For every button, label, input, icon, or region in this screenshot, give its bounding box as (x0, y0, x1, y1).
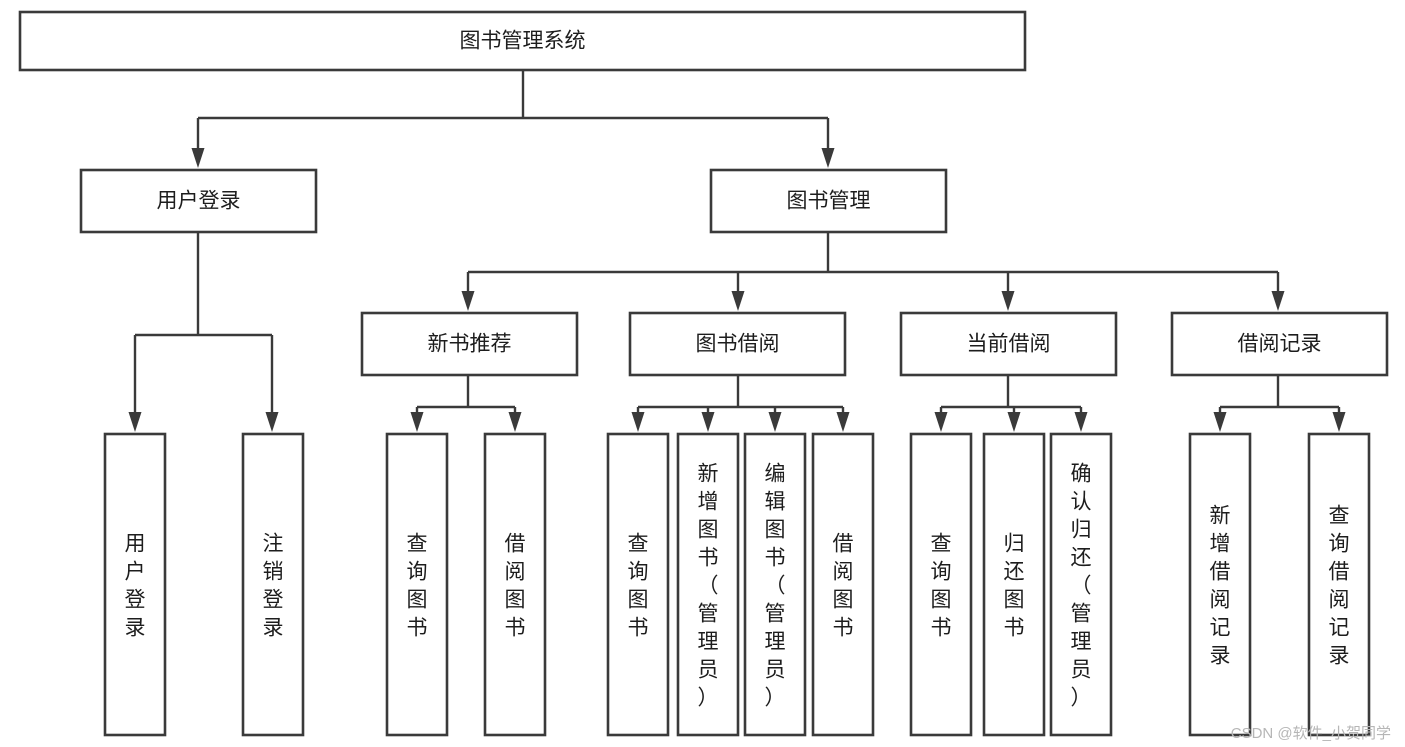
node-leaf-leaf-add-borrow-record[interactable]: 新增借阅记录 (1188, 432, 1252, 737)
arrow-head-current-to-leaf1 (934, 412, 948, 432)
node-level1-box-book-manage[interactable] (709, 168, 948, 234)
arrow-head-borrow-to-leaf4 (836, 412, 850, 432)
node-leaf-leaf-query-borrow-record[interactable]: 查询借阅记录 (1307, 432, 1371, 737)
node-leaf-label-leaf-user-login: 用户登录 (125, 533, 146, 640)
watermark: CSDN @软件_小贺同学 (1230, 725, 1391, 742)
arrow-head-rec-to-leaf2 (508, 412, 522, 432)
node-leaf-label-leaf-add-borrow-record: 新增借阅记录 (1210, 505, 1231, 668)
node-level1-label-book-manage: 图书管理 (787, 190, 871, 213)
node-leaf-label-leaf-query-book-rec: 查询图书 (407, 533, 428, 640)
arrow-head-current-to-leaf2 (1007, 412, 1021, 432)
node-root-root[interactable]: 图书管理系统 (18, 10, 1027, 72)
arrow-head-book-manage-to-record (1271, 291, 1285, 311)
node-leaf-label-leaf-confirm-return-admin: 确认归还（管理员） (1071, 463, 1092, 710)
node-leaf-label-leaf-query-borrow-record: 查询借阅记录 (1329, 505, 1350, 668)
arrow-head-book-manage-to-rec (461, 291, 475, 311)
node-level2-label-borrow-record: 借阅记录 (1238, 333, 1322, 356)
node-level1-book-manage[interactable]: 图书管理 (709, 168, 948, 234)
node-leaf-label-leaf-edit-book-admin: 编辑图书（管理员） (765, 463, 786, 710)
node-level1-box-user-login[interactable] (79, 168, 318, 234)
node-level2-current-borrow[interactable]: 当前借阅 (899, 311, 1118, 377)
arrow-head-book-manage-to-borrow (731, 291, 745, 311)
nodes-layer: 图书管理系统用户登录图书管理新书推荐图书借阅当前借阅借阅记录用户登录注销登录查询… (18, 10, 1389, 737)
node-leaf-label-leaf-borrow-book-rec: 借阅图书 (505, 533, 526, 640)
arrow-head-root-to-user-login (191, 148, 205, 168)
node-root-label-root: 图书管理系统 (460, 30, 586, 53)
node-leaf-box-leaf-add-book-admin[interactable] (676, 432, 740, 737)
node-leaf-leaf-edit-book-admin[interactable]: 编辑图书（管理员） (743, 432, 807, 737)
node-leaf-box-leaf-query-book-cur[interactable] (909, 432, 973, 737)
node-leaf-leaf-query-book-cur[interactable]: 查询图书 (909, 432, 973, 737)
node-leaf-box-leaf-logout[interactable] (241, 432, 305, 737)
node-leaf-leaf-return-book[interactable]: 归还图书 (982, 432, 1046, 737)
node-leaf-leaf-borrow-book-rec[interactable]: 借阅图书 (483, 432, 547, 737)
node-leaf-label-leaf-add-book-admin: 新增图书（管理员） (698, 463, 719, 710)
node-leaf-leaf-add-book-admin[interactable]: 新增图书（管理员） (676, 432, 740, 737)
node-leaf-label-leaf-logout: 注销登录 (263, 533, 284, 640)
node-level2-box-borrow-record[interactable] (1170, 311, 1389, 377)
arrow-head-borrow-to-leaf2 (701, 412, 715, 432)
node-level1-user-login[interactable]: 用户登录 (79, 168, 318, 234)
node-level2-label-current-borrow: 当前借阅 (967, 333, 1051, 356)
node-level2-box-book-borrow[interactable] (628, 311, 847, 377)
connectors-layer (128, 70, 1346, 432)
node-leaf-leaf-query-book-rec[interactable]: 查询图书 (385, 432, 449, 737)
node-leaf-box-leaf-add-borrow-record[interactable] (1188, 432, 1252, 737)
node-leaf-box-leaf-return-book[interactable] (982, 432, 1046, 737)
node-leaf-box-leaf-confirm-return-admin[interactable] (1049, 432, 1113, 737)
arrow-head-book-manage-to-current (1001, 291, 1015, 311)
node-level2-book-borrow[interactable]: 图书借阅 (628, 311, 847, 377)
node-level2-label-book-borrow: 图书借阅 (696, 333, 780, 356)
node-leaf-box-leaf-query-book-rec[interactable] (385, 432, 449, 737)
node-leaf-box-leaf-query-book-borrow[interactable] (606, 432, 670, 737)
node-leaf-box-leaf-query-borrow-record[interactable] (1307, 432, 1371, 737)
arrow-head-user-login-to-leaf2 (265, 412, 279, 432)
arrow-head-user-login-to-leaf1 (128, 412, 142, 432)
node-leaf-box-leaf-borrow-book[interactable] (811, 432, 875, 737)
node-leaf-label-leaf-query-book-cur: 查询图书 (931, 533, 952, 640)
arrow-head-current-to-leaf3 (1074, 412, 1088, 432)
node-level1-label-user-login: 用户登录 (157, 190, 241, 213)
node-leaf-leaf-user-login[interactable]: 用户登录 (103, 432, 167, 737)
node-leaf-box-leaf-user-login[interactable] (103, 432, 167, 737)
node-leaf-label-leaf-return-book: 归还图书 (1004, 533, 1025, 640)
node-level2-box-new-book-recommend[interactable] (360, 311, 579, 377)
arrow-head-record-to-leaf1 (1213, 412, 1227, 432)
node-level2-borrow-record[interactable]: 借阅记录 (1170, 311, 1389, 377)
arrow-head-borrow-to-leaf1 (631, 412, 645, 432)
node-level2-label-new-book-recommend: 新书推荐 (428, 333, 512, 356)
node-level2-new-book-recommend[interactable]: 新书推荐 (360, 311, 579, 377)
node-leaf-label-leaf-query-book-borrow: 查询图书 (628, 533, 649, 640)
node-root-box-root[interactable] (18, 10, 1027, 72)
arrow-head-root-to-book-manage (821, 148, 835, 168)
node-leaf-label-leaf-borrow-book: 借阅图书 (833, 533, 854, 640)
node-leaf-leaf-borrow-book[interactable]: 借阅图书 (811, 432, 875, 737)
node-leaf-leaf-query-book-borrow[interactable]: 查询图书 (606, 432, 670, 737)
node-leaf-leaf-logout[interactable]: 注销登录 (241, 432, 305, 737)
arrow-head-record-to-leaf2 (1332, 412, 1346, 432)
node-leaf-box-leaf-borrow-book-rec[interactable] (483, 432, 547, 737)
node-level2-box-current-borrow[interactable] (899, 311, 1118, 377)
node-leaf-leaf-confirm-return-admin[interactable]: 确认归还（管理员） (1049, 432, 1113, 737)
arrow-head-rec-to-leaf1 (410, 412, 424, 432)
node-leaf-box-leaf-edit-book-admin[interactable] (743, 432, 807, 737)
arrow-head-borrow-to-leaf3 (768, 412, 782, 432)
